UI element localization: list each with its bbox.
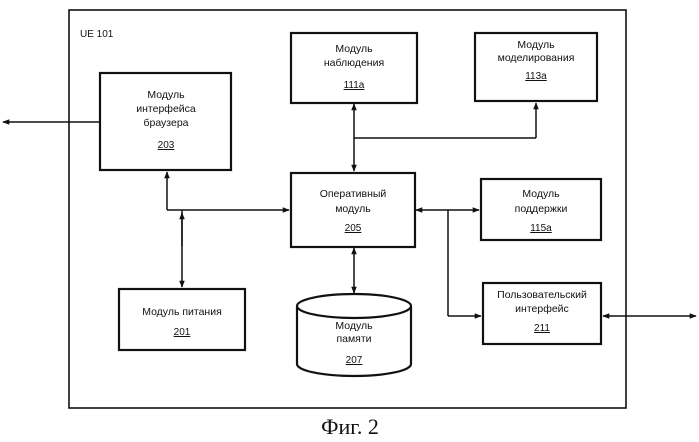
support-module: Модуль поддержки 115a	[481, 179, 601, 240]
power-ref: 201	[174, 327, 191, 338]
operational-module: Оперативный модуль 205	[291, 173, 415, 247]
ui-label-1: Пользовательский	[497, 289, 587, 301]
modeling-label-1: Модуль	[517, 39, 555, 51]
monitoring-label-2: наблюдения	[324, 57, 384, 69]
memory-cylinder-top	[297, 294, 411, 318]
ui-ref: 211	[534, 323, 550, 334]
monitoring-label-1: Модуль	[335, 43, 373, 55]
memory-ref: 207	[346, 355, 363, 366]
browser-label-1: Модуль	[147, 89, 185, 101]
figure-caption: Фиг. 2	[321, 414, 379, 439]
browser-interface-module: Модуль интерфейса браузера 203	[100, 73, 231, 170]
browser-ref: 203	[158, 140, 175, 151]
support-label-2: поддержки	[515, 203, 568, 215]
monitoring-ref: 111a	[344, 80, 365, 91]
browser-label-2: интерфейса	[136, 103, 196, 115]
ue-label: UE 101	[80, 29, 114, 40]
monitoring-module: Модуль наблюдения 111a	[291, 33, 417, 103]
user-interface-module: Пользовательский интерфейс 211	[483, 283, 601, 344]
modeling-module: Модуль моделирования 113a	[475, 33, 597, 101]
operational-label-2: модуль	[335, 203, 371, 215]
browser-label-3: браузера	[143, 117, 188, 129]
modeling-ref: 113a	[525, 71, 547, 82]
modeling-label-2: моделирования	[498, 52, 575, 64]
ui-label-2: интерфейс	[515, 303, 569, 315]
power-label-1: Модуль питания	[142, 306, 222, 318]
support-label-1: Модуль	[522, 188, 560, 200]
operational-label-1: Оперативный	[320, 188, 387, 200]
support-ref: 115a	[530, 223, 552, 234]
memory-label-1: Модуль	[335, 320, 373, 332]
operational-ref: 205	[345, 223, 362, 234]
power-module: Модуль питания 201	[119, 289, 245, 350]
memory-label-2: памяти	[336, 333, 371, 345]
memory-module: Модуль памяти 207	[297, 294, 411, 376]
